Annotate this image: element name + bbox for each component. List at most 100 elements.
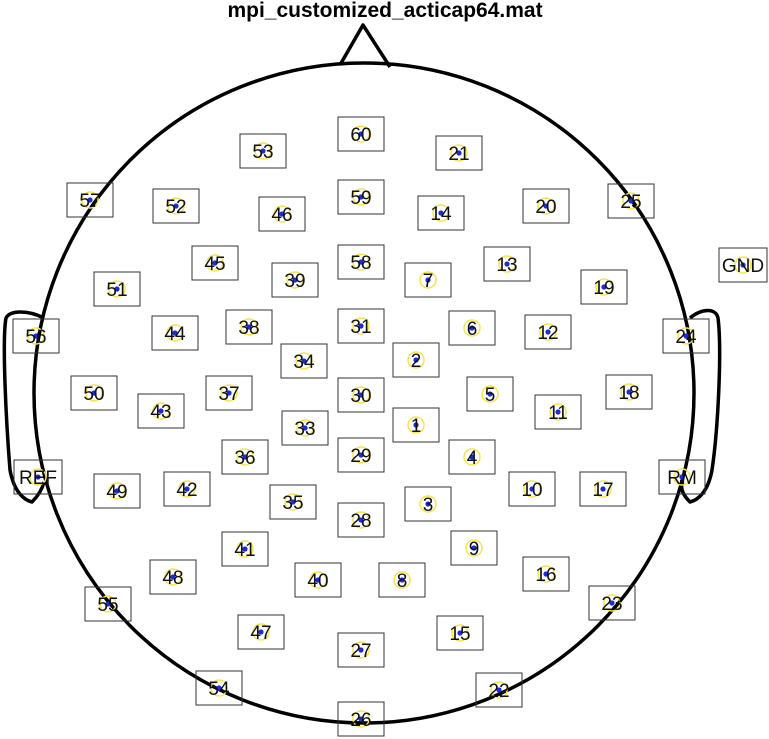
electrode: 38 <box>225 309 273 345</box>
electrode-label: 31 <box>350 317 371 338</box>
electrode-ring <box>393 571 411 589</box>
electrode-label: 16 <box>535 565 556 586</box>
electrode-box <box>281 410 329 446</box>
electrode-box <box>205 375 253 411</box>
electrode-ring <box>419 495 437 513</box>
electrode-dot <box>740 262 746 268</box>
electrode-label: 12 <box>537 323 558 344</box>
electrode-ring <box>622 192 640 210</box>
electrode-box <box>378 562 426 598</box>
electrode: 40 <box>294 562 342 598</box>
electrode: 26 <box>337 701 385 737</box>
electrode-label: 48 <box>162 568 183 589</box>
electrode-dot <box>469 325 475 331</box>
electrode-label: 6 <box>467 319 478 340</box>
electrode: 34 <box>280 343 328 379</box>
electrode-dot <box>87 197 93 203</box>
electrode-ring <box>432 204 450 222</box>
electrode: 23 <box>588 585 636 621</box>
electrode-ring <box>236 540 254 558</box>
electrode-label: 43 <box>150 402 171 423</box>
electrode-ring <box>407 416 425 434</box>
electrode-box <box>392 342 440 378</box>
electrode-dot <box>315 577 321 583</box>
electrode: 14 <box>417 195 465 231</box>
electrode: 3 <box>404 486 452 522</box>
electrode-dot <box>545 329 551 335</box>
electrode-label: 23 <box>601 594 622 615</box>
electrode-label: 30 <box>350 386 371 407</box>
electrode-box <box>404 486 452 522</box>
electrode-label: 34 <box>293 352 315 373</box>
electrode-label: 37 <box>218 384 239 405</box>
electrode-ring <box>166 324 184 342</box>
electrode-label: 8 <box>397 571 408 592</box>
electrode-label: 56 <box>25 327 46 348</box>
electrode-ring <box>252 623 270 641</box>
electrode-label: 28 <box>350 511 371 532</box>
electrode-box <box>93 271 141 307</box>
electrode-ring <box>108 280 126 298</box>
electrode-dot <box>425 277 431 283</box>
electrode-box <box>269 484 317 520</box>
electrode-box <box>221 531 269 567</box>
electrode-dot <box>487 391 493 397</box>
electrode-ring <box>465 539 483 557</box>
electrode-label: 33 <box>294 419 315 440</box>
head-outline <box>2 23 722 725</box>
electrode-dot <box>504 261 510 267</box>
electrode-ring <box>352 710 370 728</box>
electrode-ring <box>352 253 370 271</box>
electrode: 25 <box>607 183 655 219</box>
electrode-box <box>337 701 385 737</box>
electrode: 48 <box>149 559 197 595</box>
electrode-ring <box>537 197 555 215</box>
electrode-box <box>151 315 199 351</box>
electrode-ring <box>178 480 196 498</box>
electrode-box <box>337 179 385 215</box>
electrode-ring <box>407 351 425 369</box>
electrode-box <box>718 247 768 283</box>
electrode-dot <box>279 211 285 217</box>
electrode-dot <box>301 358 307 364</box>
electrode-label: 55 <box>97 595 118 616</box>
electrode-label: 50 <box>83 384 104 405</box>
electrode-label: 19 <box>593 278 614 299</box>
electrode: 36 <box>221 439 269 475</box>
electrode: 5 <box>466 376 514 412</box>
electrode-label: 51 <box>106 280 127 301</box>
electrode-dot <box>358 323 364 329</box>
electrode-label: 54 <box>208 679 230 700</box>
electrode-ring <box>352 188 370 206</box>
electrode-dot <box>35 474 41 480</box>
electrode-dot <box>302 425 308 431</box>
electrode: 16 <box>522 556 570 592</box>
electrode-ring <box>286 271 304 289</box>
electrode-dot <box>469 454 475 460</box>
electrode-dot <box>609 600 615 606</box>
electrode-ring <box>206 254 224 272</box>
electrode: 56 <box>12 318 60 354</box>
electrode-label: 11 <box>548 403 568 424</box>
electrode: 35 <box>269 484 317 520</box>
left-ear <box>2 310 46 504</box>
electrode-label: RM <box>667 468 697 489</box>
electrode: 12 <box>524 314 572 350</box>
electrode-box <box>337 377 385 413</box>
right-ear <box>679 308 722 504</box>
electrode-dot <box>413 422 419 428</box>
electrode: 53 <box>239 133 287 169</box>
electrode: 37 <box>205 375 253 411</box>
electrode: 18 <box>605 374 653 410</box>
electrode: 42 <box>163 471 211 507</box>
electrode-dot <box>358 517 364 523</box>
electrode-label: 58 <box>350 253 371 274</box>
electrode-box <box>280 343 328 379</box>
electrode-box <box>466 376 514 412</box>
electrode-label: 1 <box>411 416 422 437</box>
electrode: 15 <box>436 615 484 651</box>
electrode-ring <box>537 565 555 583</box>
electrode-box <box>13 459 63 495</box>
electrode-dot <box>258 629 264 635</box>
electrode-box <box>221 439 269 475</box>
